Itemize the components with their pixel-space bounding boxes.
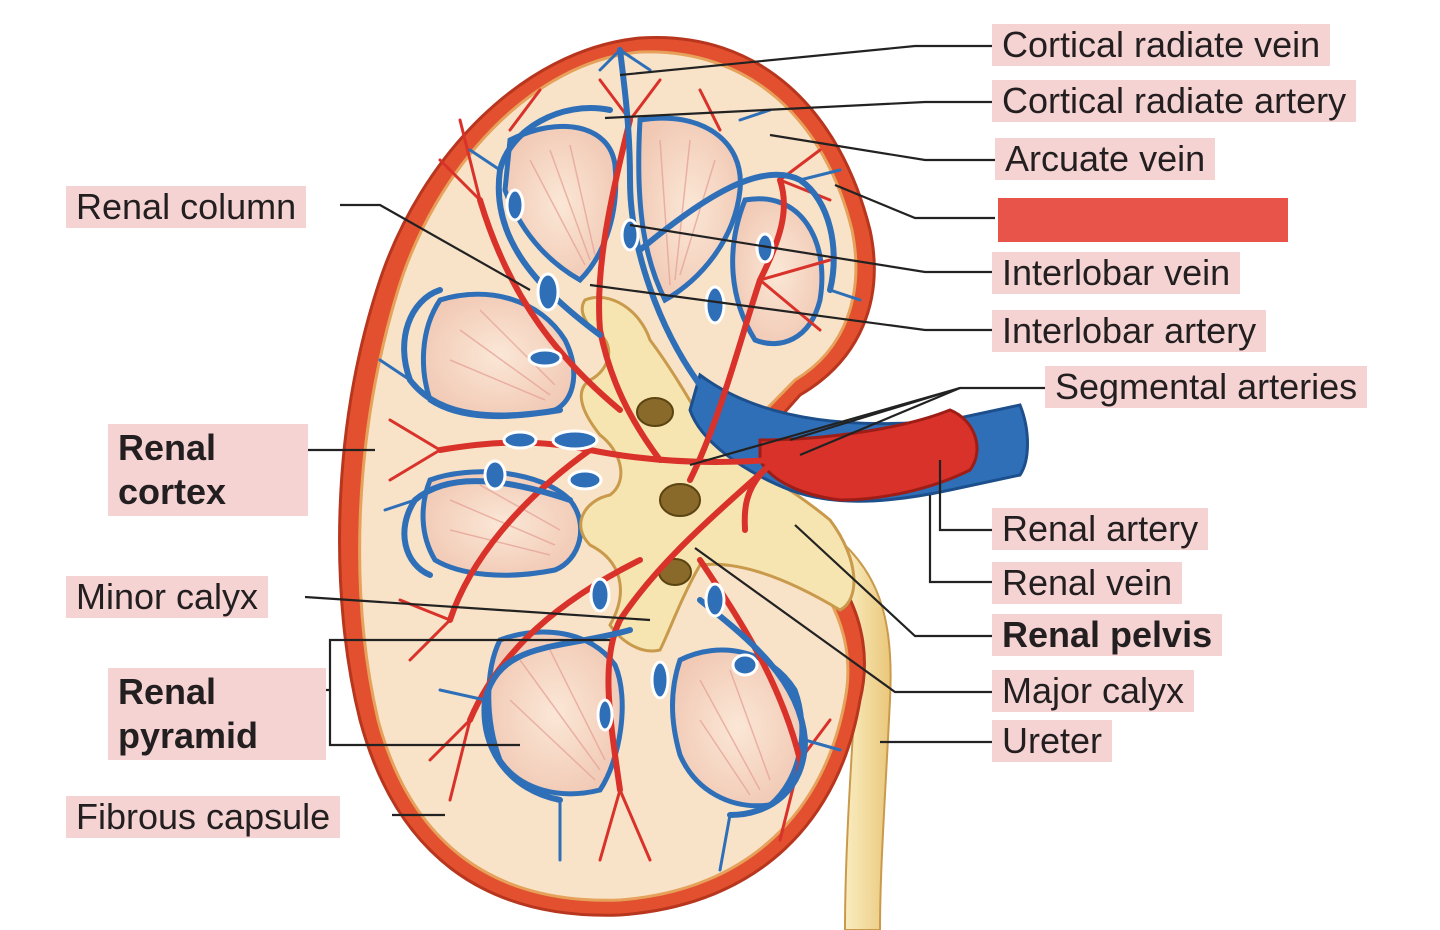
label-ureter: Ureter (992, 720, 1113, 762)
label-arcuate-vein: Arcuate vein (995, 138, 1216, 180)
leader-cortical-radiate-artery (604, 100, 995, 120)
leader-cortical-radiate-vein (619, 44, 995, 77)
leader-renal-artery (938, 460, 995, 532)
renal-artery-vessel (758, 408, 979, 502)
label-renal-column: Renal column (66, 186, 307, 228)
label-renal-artery: Renal artery (992, 508, 1209, 550)
label-interlobar-artery: Interlobar artery (992, 310, 1267, 352)
leader-arcuate-vein (769, 133, 995, 162)
leader-renal-pyramid-bracket (328, 638, 610, 747)
label-renal-pelvis: Renal pelvis (992, 614, 1223, 656)
leader-segmental-arteries-b (689, 386, 961, 467)
leader-minor-calyx (304, 595, 651, 622)
label-major-calyx: Major calyx (992, 670, 1195, 712)
pyramid-striations (449, 139, 771, 796)
label-segmental-arteries: Segmental arteries (1045, 366, 1368, 408)
leader-renal-column (340, 203, 531, 291)
hidden-label-box (998, 198, 1288, 242)
label-interlobar-vein: Interlobar vein (992, 252, 1241, 294)
label-fibrous-capsule: Fibrous capsule (66, 796, 341, 838)
renal-pyramid-5 (420, 469, 584, 578)
leader-lines (265, 44, 1045, 817)
cortical-veins (378, 48, 862, 872)
leader-major-calyx (694, 547, 995, 694)
label-cortical-radiate-artery: Cortical radiate artery (992, 80, 1357, 122)
label-renal-cortex: Renal cortex (108, 424, 308, 516)
leader-renal-vein (928, 495, 995, 584)
label-renal-pyramid: Renal pyramid (108, 668, 326, 760)
leader-segmental-arteries-c (799, 386, 961, 457)
vessel-cross-sections (483, 188, 775, 732)
label-renal-vein: Renal vein (992, 562, 1183, 604)
leader-interlobar-artery (589, 283, 995, 332)
leader-hidden-label (834, 183, 995, 220)
label-minor-calyx: Minor calyx (66, 576, 269, 618)
leader-interlobar-vein (629, 223, 995, 274)
leader-renal-pelvis (794, 524, 995, 638)
cortical-arteries (388, 78, 832, 862)
label-cortical-radiate-vein: Cortical radiate vein (992, 24, 1331, 66)
